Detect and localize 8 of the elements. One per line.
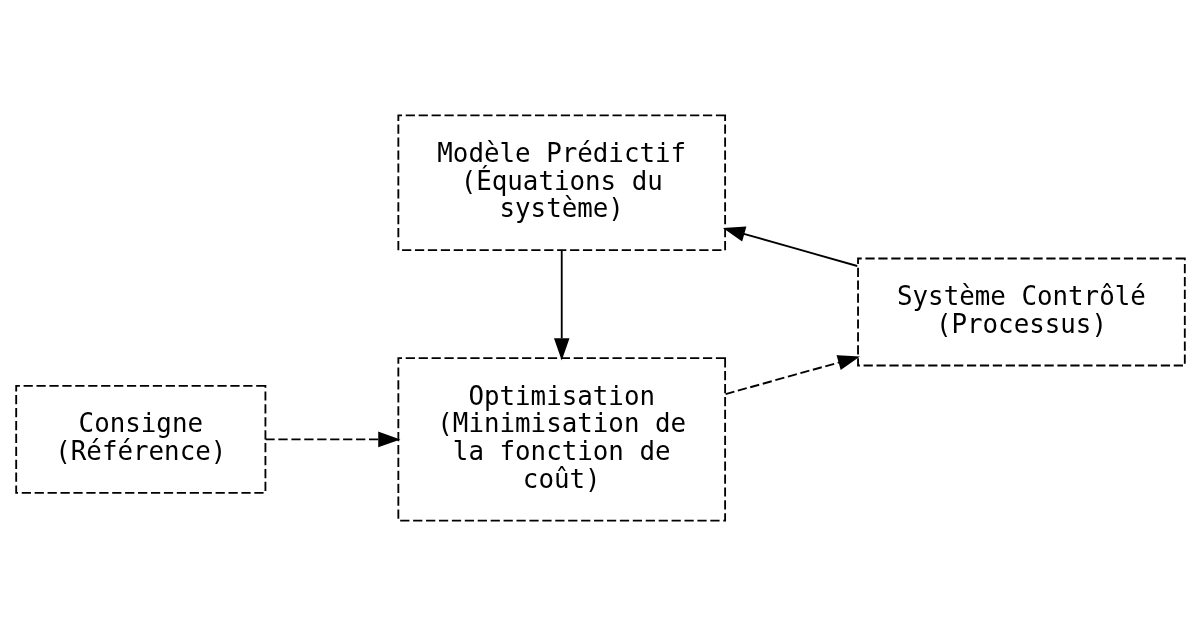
- node-box: Système Contrôlé (Processus): [857, 257, 1186, 367]
- arrow: [264, 431, 401, 448]
- arrow: [553, 249, 570, 361]
- arrow: [722, 226, 859, 267]
- node-box: Modèle Prédictif (Équations du système): [397, 114, 727, 252]
- node-box: Optimisation (Minimisation de la fonction de coût): [397, 357, 727, 522]
- arrow: [724, 355, 860, 396]
- node-box: Consigne (Référence): [15, 384, 267, 494]
